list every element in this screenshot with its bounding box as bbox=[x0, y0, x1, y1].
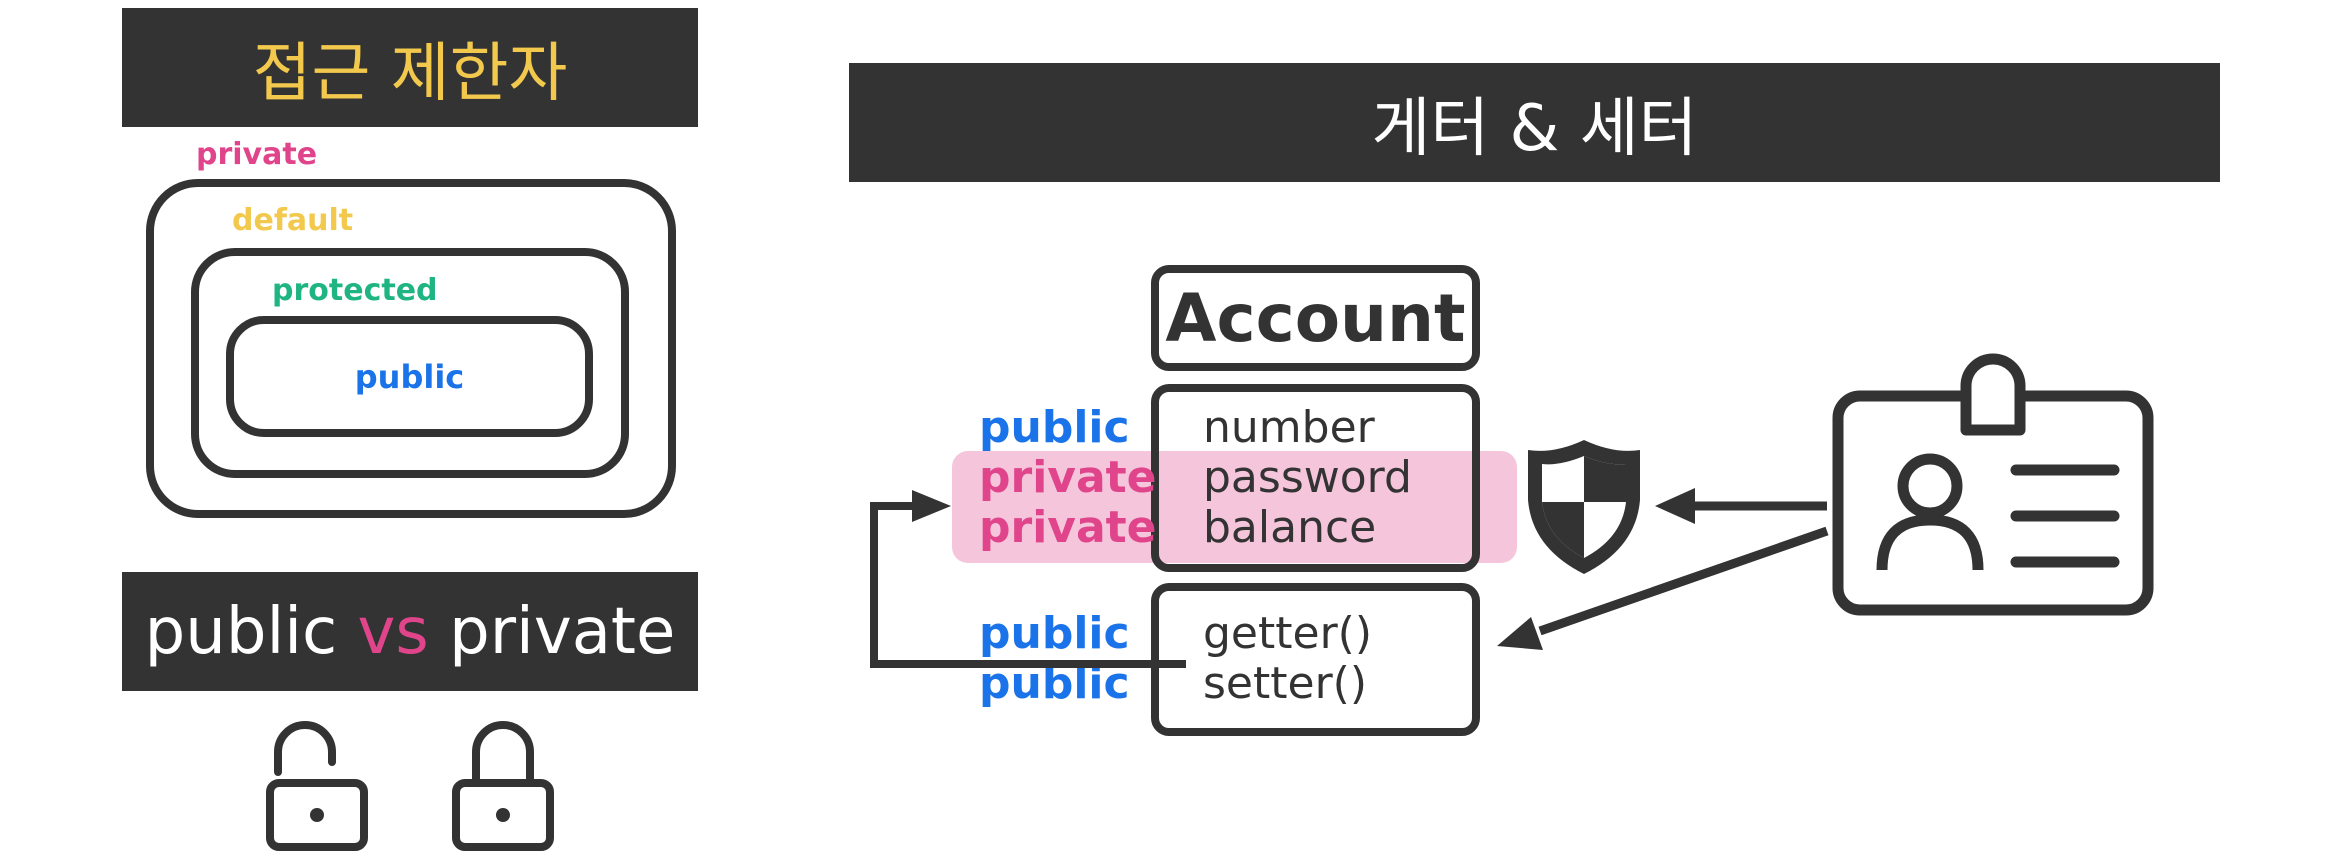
getter-setter-banner: 게터 & 세터 bbox=[849, 63, 2220, 182]
field-name: number bbox=[1203, 402, 1375, 453]
access-modifiers-title: 접근 제한자 bbox=[252, 36, 568, 111]
field-modifier: private bbox=[979, 502, 1157, 553]
public-word: public bbox=[144, 594, 338, 669]
level-label-private: private bbox=[196, 137, 318, 172]
level-label-default: default bbox=[232, 203, 354, 238]
vs-word: vs bbox=[357, 594, 429, 669]
public-vs-private-banner: public vs private bbox=[122, 572, 698, 691]
level-label-public: public bbox=[354, 357, 465, 396]
methods-box bbox=[1151, 583, 1480, 736]
method-name: setter() bbox=[1203, 658, 1367, 709]
method-modifier: public bbox=[979, 608, 1130, 659]
fields-box bbox=[1151, 384, 1480, 572]
access-modifiers-banner: 접근 제한자 bbox=[122, 8, 698, 127]
class-name-box: Account bbox=[1151, 265, 1480, 371]
private-fields-highlight bbox=[952, 451, 1517, 563]
field-modifier: private bbox=[979, 452, 1157, 503]
method-name: getter() bbox=[1203, 608, 1372, 659]
locked-padlock-icon bbox=[452, 721, 554, 851]
field-name: balance bbox=[1203, 502, 1377, 553]
getter-setter-title: 게터 & 세터 bbox=[1371, 91, 1698, 166]
private-word: private bbox=[449, 594, 676, 669]
level-label-protected: protected bbox=[272, 273, 438, 308]
class-name: Account bbox=[1165, 279, 1466, 357]
field-name: password bbox=[1203, 452, 1412, 503]
id-card-icon bbox=[1832, 353, 2154, 616]
field-modifier: public bbox=[979, 402, 1130, 453]
unlocked-padlock-icon bbox=[266, 721, 368, 851]
shield-icon bbox=[1528, 440, 1640, 574]
public-vs-private-title: public vs private bbox=[145, 595, 676, 669]
public-scope-box: public bbox=[226, 316, 593, 437]
